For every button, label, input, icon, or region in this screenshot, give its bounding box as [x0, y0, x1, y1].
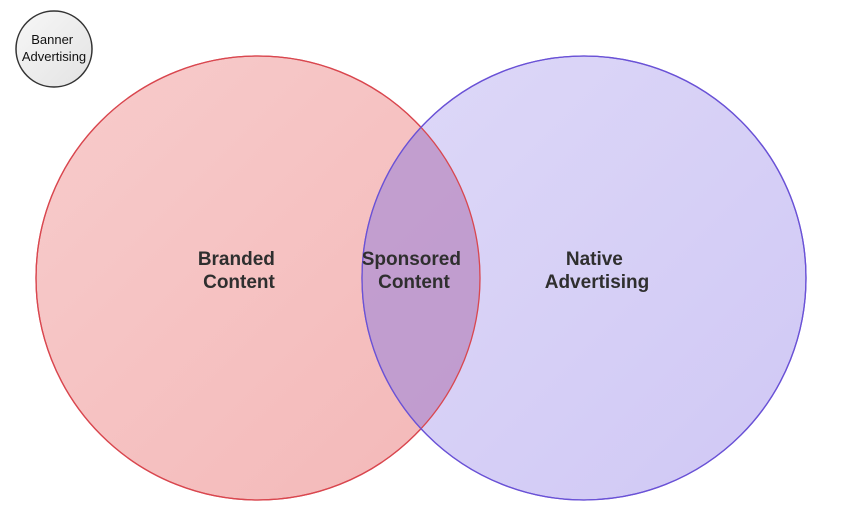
- native-advertising-label: Native Advertising: [545, 249, 650, 293]
- sponsored-content-label: Sponsored Content: [362, 249, 467, 293]
- native-advertising-line2: Advertising: [545, 272, 650, 293]
- banner-advertising-line2: Advertising: [22, 49, 86, 64]
- native-advertising-line1: Native: [566, 249, 623, 270]
- branded-content-line1: Branded: [198, 249, 275, 270]
- branded-content-line2: Content: [203, 272, 275, 293]
- banner-advertising-label: Banner Advertising: [22, 32, 86, 64]
- branded-content-outline: [35, 55, 481, 501]
- sponsored-content-line2: Content: [378, 272, 450, 293]
- banner-advertising-badge: [15, 10, 93, 88]
- native-advertising-outline: [361, 55, 807, 501]
- sponsored-content-line1: Sponsored: [362, 249, 461, 270]
- banner-advertising-line1: Banner: [31, 32, 74, 47]
- branded-content-label: Branded Content: [198, 249, 280, 293]
